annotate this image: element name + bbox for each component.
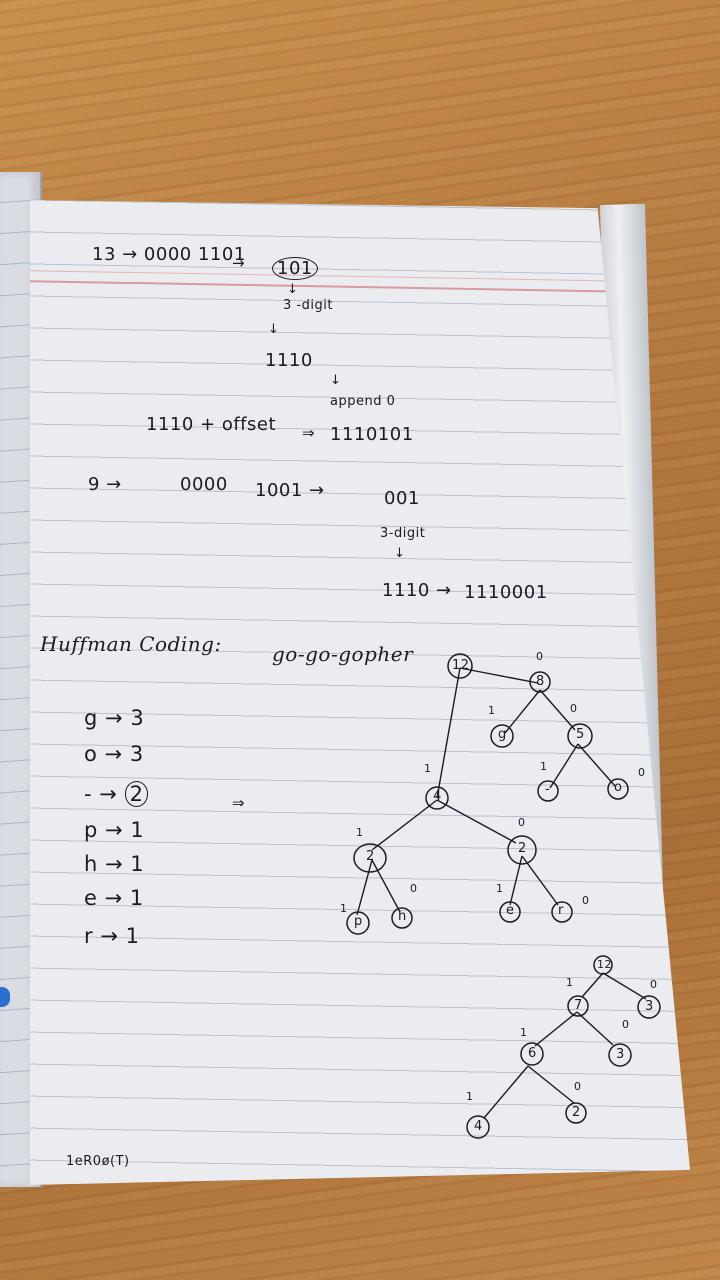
tree1-node: 2 [518,841,527,856]
freq-count: 2 [124,781,149,807]
tree2-node: 6 [528,1046,537,1061]
tree2-edge-label: 1 [520,1026,528,1039]
tree1-edge-label: 0 [570,702,578,715]
tree1-node: r [558,903,564,918]
line5-left: 1110 + offset [146,414,277,435]
tree1-node: o [614,780,623,795]
freq-row: p → 1 [84,818,144,842]
down-arrow-2: ↓ [268,322,280,337]
tree1-node: - [545,782,551,797]
tree1-edge-label: 0 [518,816,526,829]
tree2-node: 2 [572,1105,581,1120]
huffman-heading: Huffman Coding: [40,632,222,656]
tree2-node: 3 [645,999,654,1014]
tree1-node: g [498,727,507,742]
tree1-node: e [506,903,515,918]
tree2-edge-label: 0 [622,1018,630,1031]
tree2-node: 3 [616,1047,625,1062]
freq-row: h → 1 [84,852,144,876]
tree2-node: 7 [574,998,583,1013]
tree2-edge-label: 0 [650,978,658,991]
tree1-node: 4 [433,789,442,804]
freq-symbol: e [84,886,98,910]
freq-arrow: → [104,886,123,910]
tree1-edge-label: 1 [488,704,496,717]
nine-result: 1110001 [464,582,548,603]
line5-arrow: ⇒ [302,424,316,442]
nine-bin-b: 1001 → [255,480,325,501]
line5-result: 1110101 [330,424,414,445]
three-digit-note-1: 3 -digit [283,298,333,313]
tree2-edge-label: 0 [574,1080,582,1093]
tree2-node-circles [466,955,661,1139]
tree1-node: p [354,914,363,929]
freq-symbol: p [84,818,98,842]
freq-arrow: → [99,782,118,806]
tree1-edge-label: 1 [424,762,432,775]
tree1-edge-label: 0 [536,650,544,663]
implies-arrow: ⇒ [232,794,246,812]
freq-row: r → 1 [84,924,140,948]
tree1-node: 5 [576,727,585,742]
freq-row: e → 1 [84,886,144,910]
freq-arrow: → [105,706,124,730]
freq-count: 1 [125,924,140,948]
nine-result-left: 1110 → [382,580,452,601]
freq-symbol: r [84,924,94,948]
freq-count: 1 [130,818,145,842]
tree1-node: 8 [536,674,545,689]
tree1-edge-label: 1 [540,760,548,773]
freq-symbol: h [84,852,98,876]
notebook-page [30,200,690,1185]
tree1-node: 12 [452,658,470,673]
freq-symbol: g [84,706,98,730]
huffman-word: go-go-gopher [272,642,414,666]
down-arrow-1: ↓ [287,282,299,297]
tree1-edge-label: 0 [410,882,418,895]
freq-row: - → 2 [84,781,149,807]
freq-arrow: → [105,852,124,876]
freq-arrow: → [100,924,119,948]
freq-count: 3 [129,742,144,766]
append-note: append 0 [330,394,396,409]
three-digit-note-2: 3-digit [380,526,426,541]
freq-count: 1 [130,852,145,876]
ruled-lines [30,200,690,1185]
freq-row: g → 3 [84,706,144,730]
nine-digits: 001 [384,488,420,509]
freq-symbol: - [84,782,93,806]
tree1-edges [356,667,616,916]
freq-row: o → 3 [84,742,144,766]
line1-circled-bits: 101 [272,257,318,280]
tree1-node: 2 [366,849,375,864]
freq-count: 3 [130,706,145,730]
line1-arrow: → [232,254,246,272]
blue-page-marker [0,987,10,1007]
tree1-node: h [398,909,407,924]
line3-bits: 1110 [265,350,313,371]
down-arrow-3: ↓ [394,546,406,561]
tree1-edge-label: 1 [340,902,348,915]
tree2-edges [483,972,647,1119]
page-footer-note: 1eR0ø(T) [66,1154,130,1169]
append-arrow: ↓ [330,373,342,388]
freq-count: 1 [129,886,144,910]
tree1-edge-label: 1 [496,882,504,895]
tree2-node: 4 [474,1119,483,1134]
circled-101: 101 [272,257,318,280]
nine-label: 9 → [88,474,122,495]
tree2-node: 12 [597,958,612,971]
tree1-node-circles [346,653,629,935]
nine-bin-a: 0000 [180,474,228,495]
freq-arrow: → [105,818,124,842]
tree2-edge-label: 1 [566,976,574,989]
tree1-edge-label: 0 [638,766,646,779]
freq-symbol: o [84,742,98,766]
line1-left: 13 → 0000 1101 [92,244,246,265]
tree2-edge-label: 1 [466,1090,474,1103]
tree1-edge-label: 0 [582,894,590,907]
tree1-edge-label: 1 [356,826,364,839]
freq-arrow: → [104,742,123,766]
